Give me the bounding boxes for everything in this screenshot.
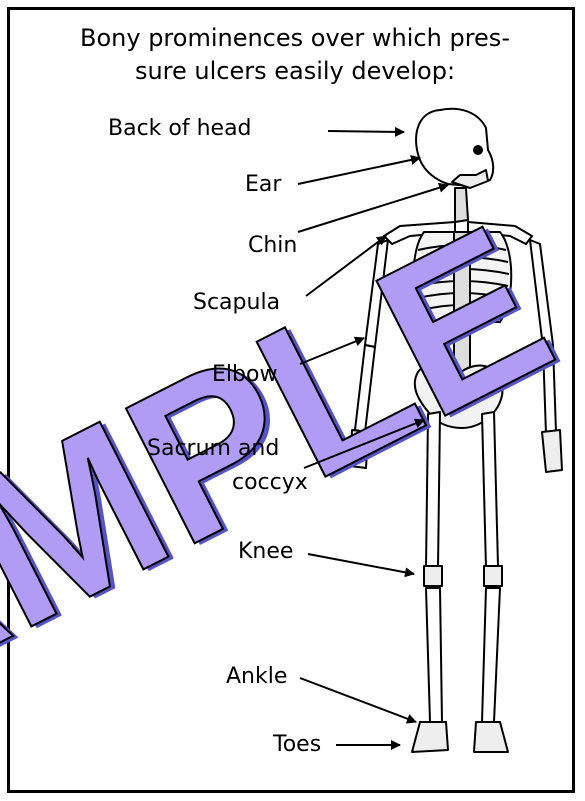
arrow-back-of-head [328,131,404,132]
label-toes: Toes [273,732,321,758]
label-sacrum-line-2: coccyx [232,470,308,496]
arrow-chin [298,185,448,232]
label-knee: Knee [238,539,293,565]
label-ear: Ear [245,172,281,198]
label-back-of-head: Back of head [108,116,252,142]
arrow-sacrum [304,420,424,468]
label-scapula: Scapula [193,290,280,316]
arrow-elbow [300,338,364,364]
arrow-knee [308,554,414,574]
arrow-ankle [300,678,416,722]
label-chin: Chin [248,233,297,259]
label-ankle: Ankle [226,664,287,690]
label-sacrum-line-1: Sacrum and [147,436,279,462]
label-elbow: Elbow [212,362,277,388]
arrow-ear [298,158,420,184]
arrow-scapula [306,236,386,296]
